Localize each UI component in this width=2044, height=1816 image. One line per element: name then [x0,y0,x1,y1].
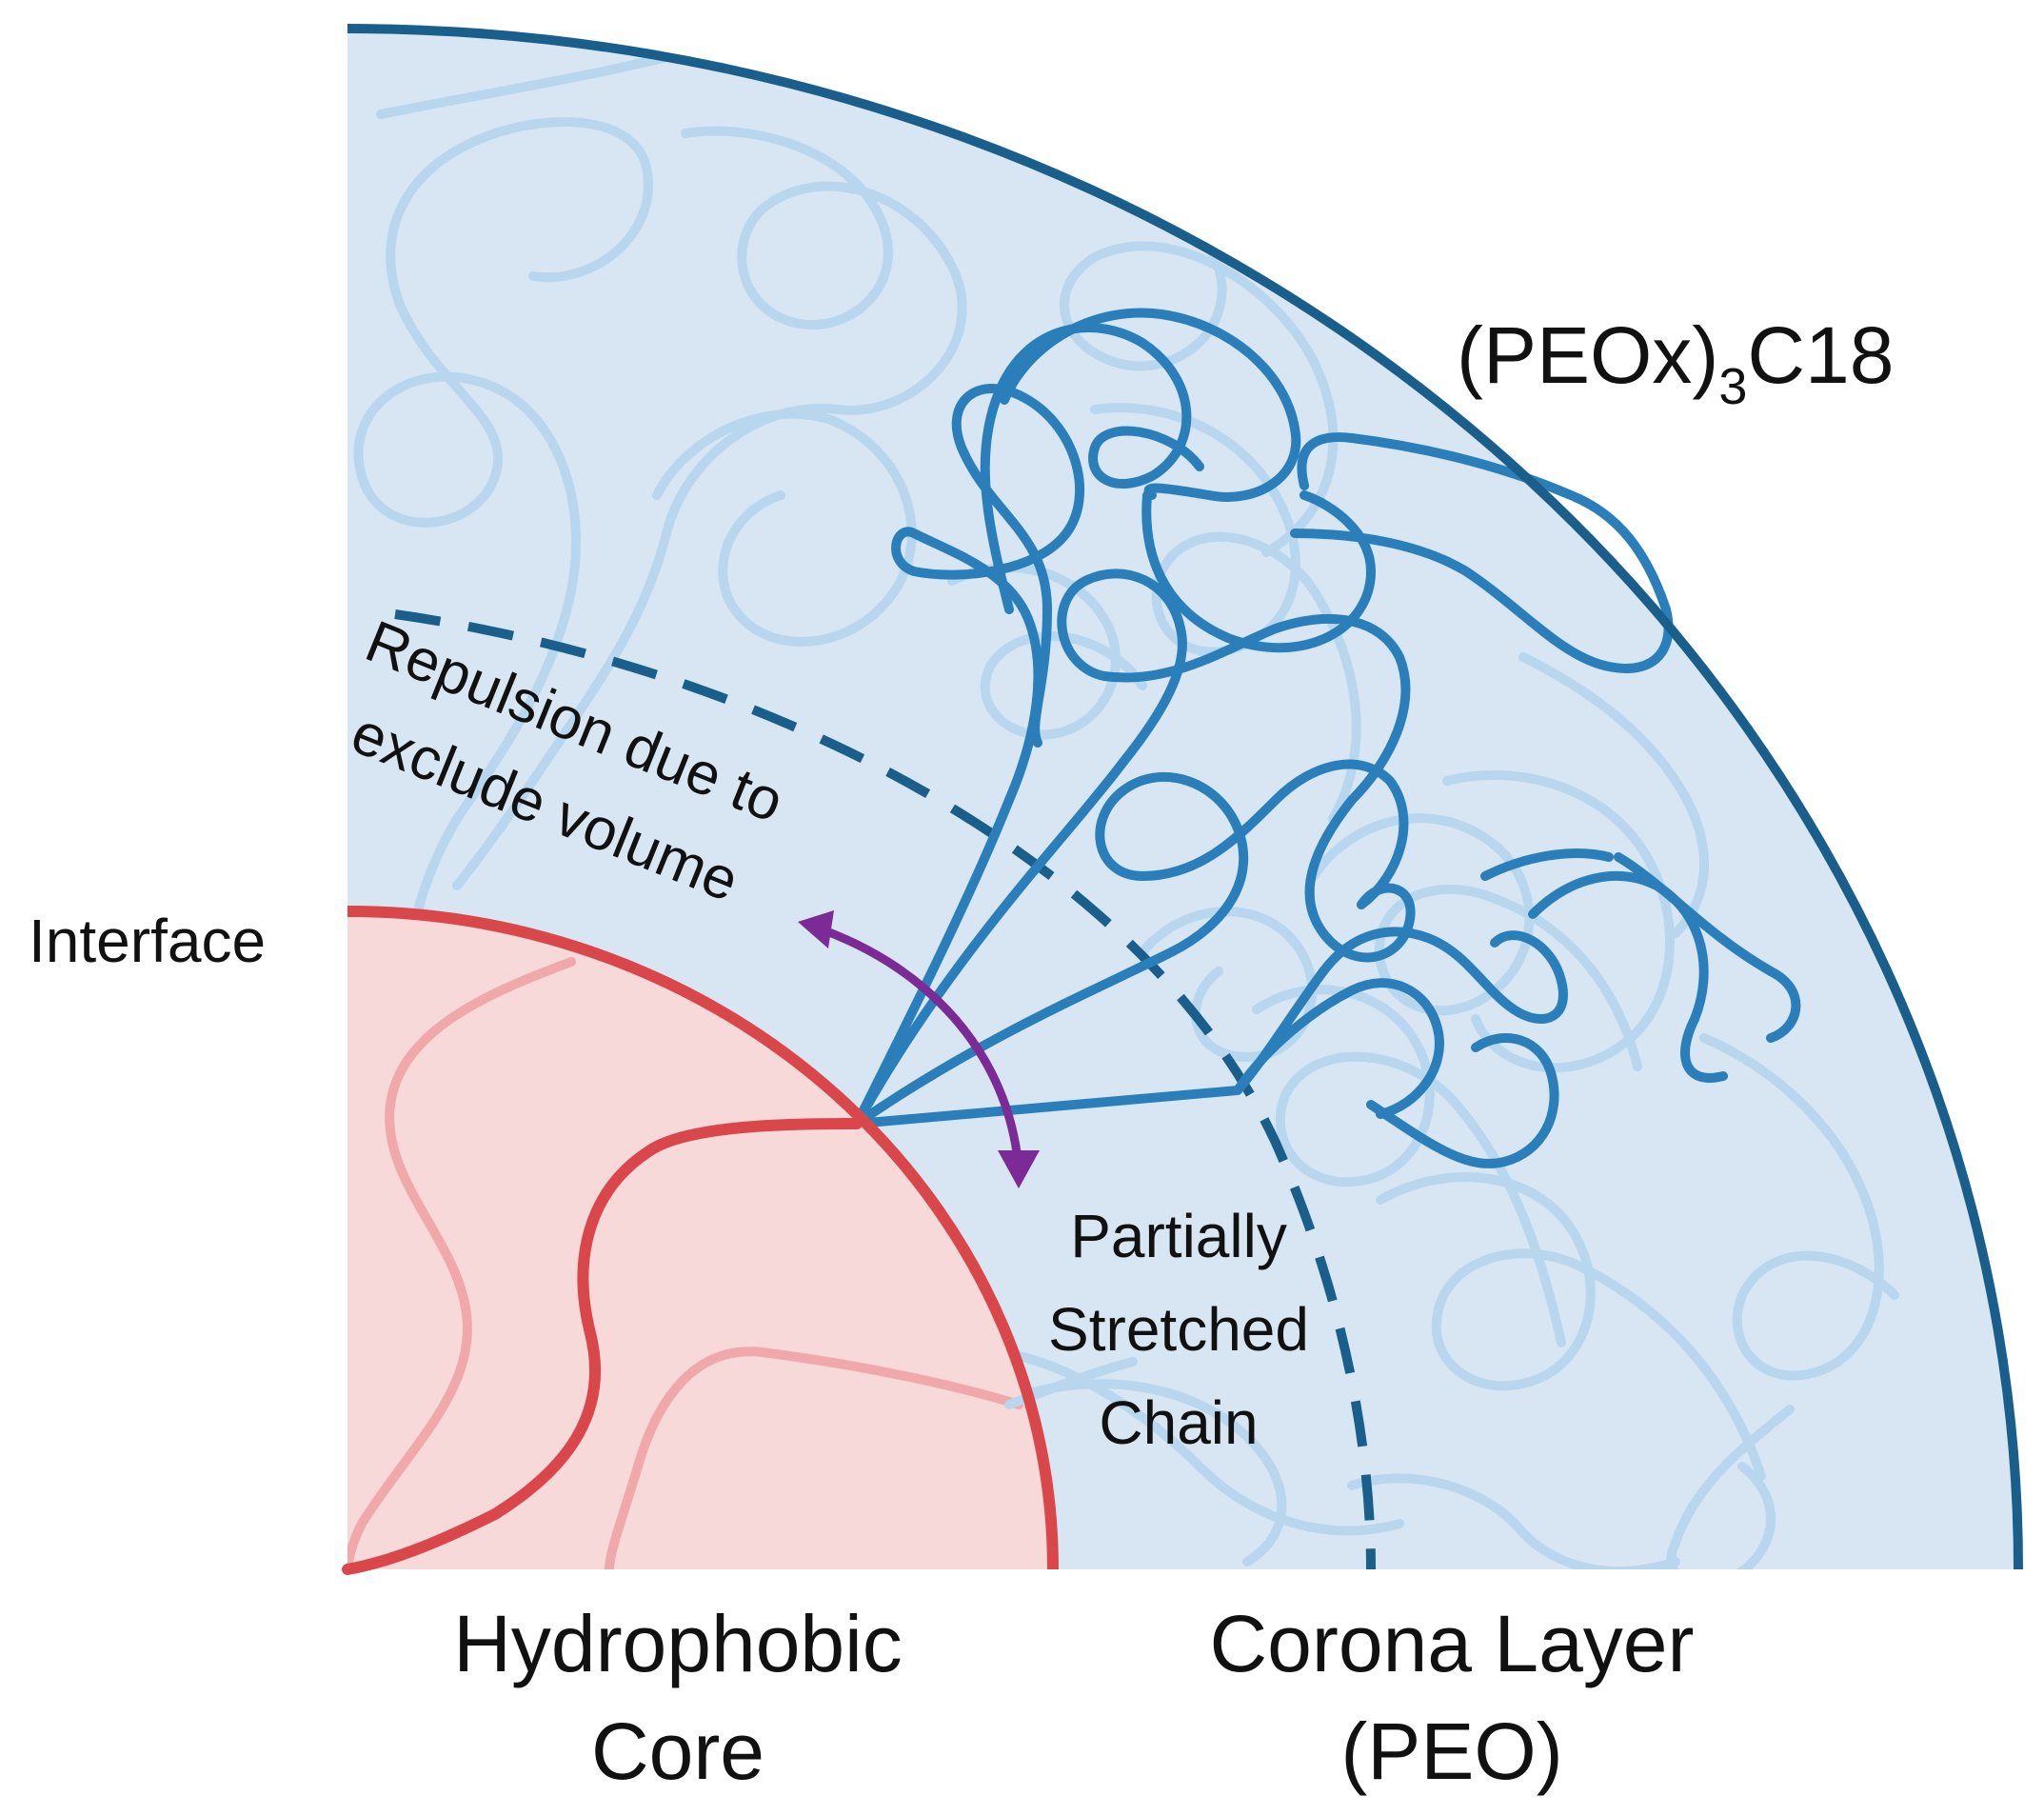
stretched-chain-label-line2: Stretched [1048,1295,1309,1364]
faint-crossing-chain [1004,1357,1138,1409]
core-label-line1: Hydrophobic [453,1599,903,1688]
corona-label-line1: Corona Layer [1210,1599,1695,1688]
core-label-line2: Core [591,1706,764,1796]
interface-label: Interface [29,907,266,975]
molecule-label: (PEOx)3C18 [1457,310,1895,415]
stretched-chain-label-line3: Chain [1099,1388,1258,1457]
stretched-peo-chains [852,308,1801,1168]
corona-outline [347,24,2023,1570]
arrowhead-down-icon [998,1150,1040,1188]
core-interface-outline [347,906,1059,1570]
stretched-chain-label-line1: Partially [1070,1202,1287,1270]
hydrophobic-core-chain [342,1118,863,1575]
corona-label-line2: (PEO) [1340,1706,1562,1796]
arrowhead-up-icon [798,910,834,948]
molecule-label-main: (PEOx) [1457,310,1718,400]
faint-core-chains [347,957,1023,1569]
core-region [347,911,1053,1569]
molecule-label-tail: C18 [1747,310,1894,400]
dashed-boundary [394,609,1376,1570]
repulsion-arrow [798,910,1040,1188]
molecule-label-subscript: 3 [1718,358,1747,415]
